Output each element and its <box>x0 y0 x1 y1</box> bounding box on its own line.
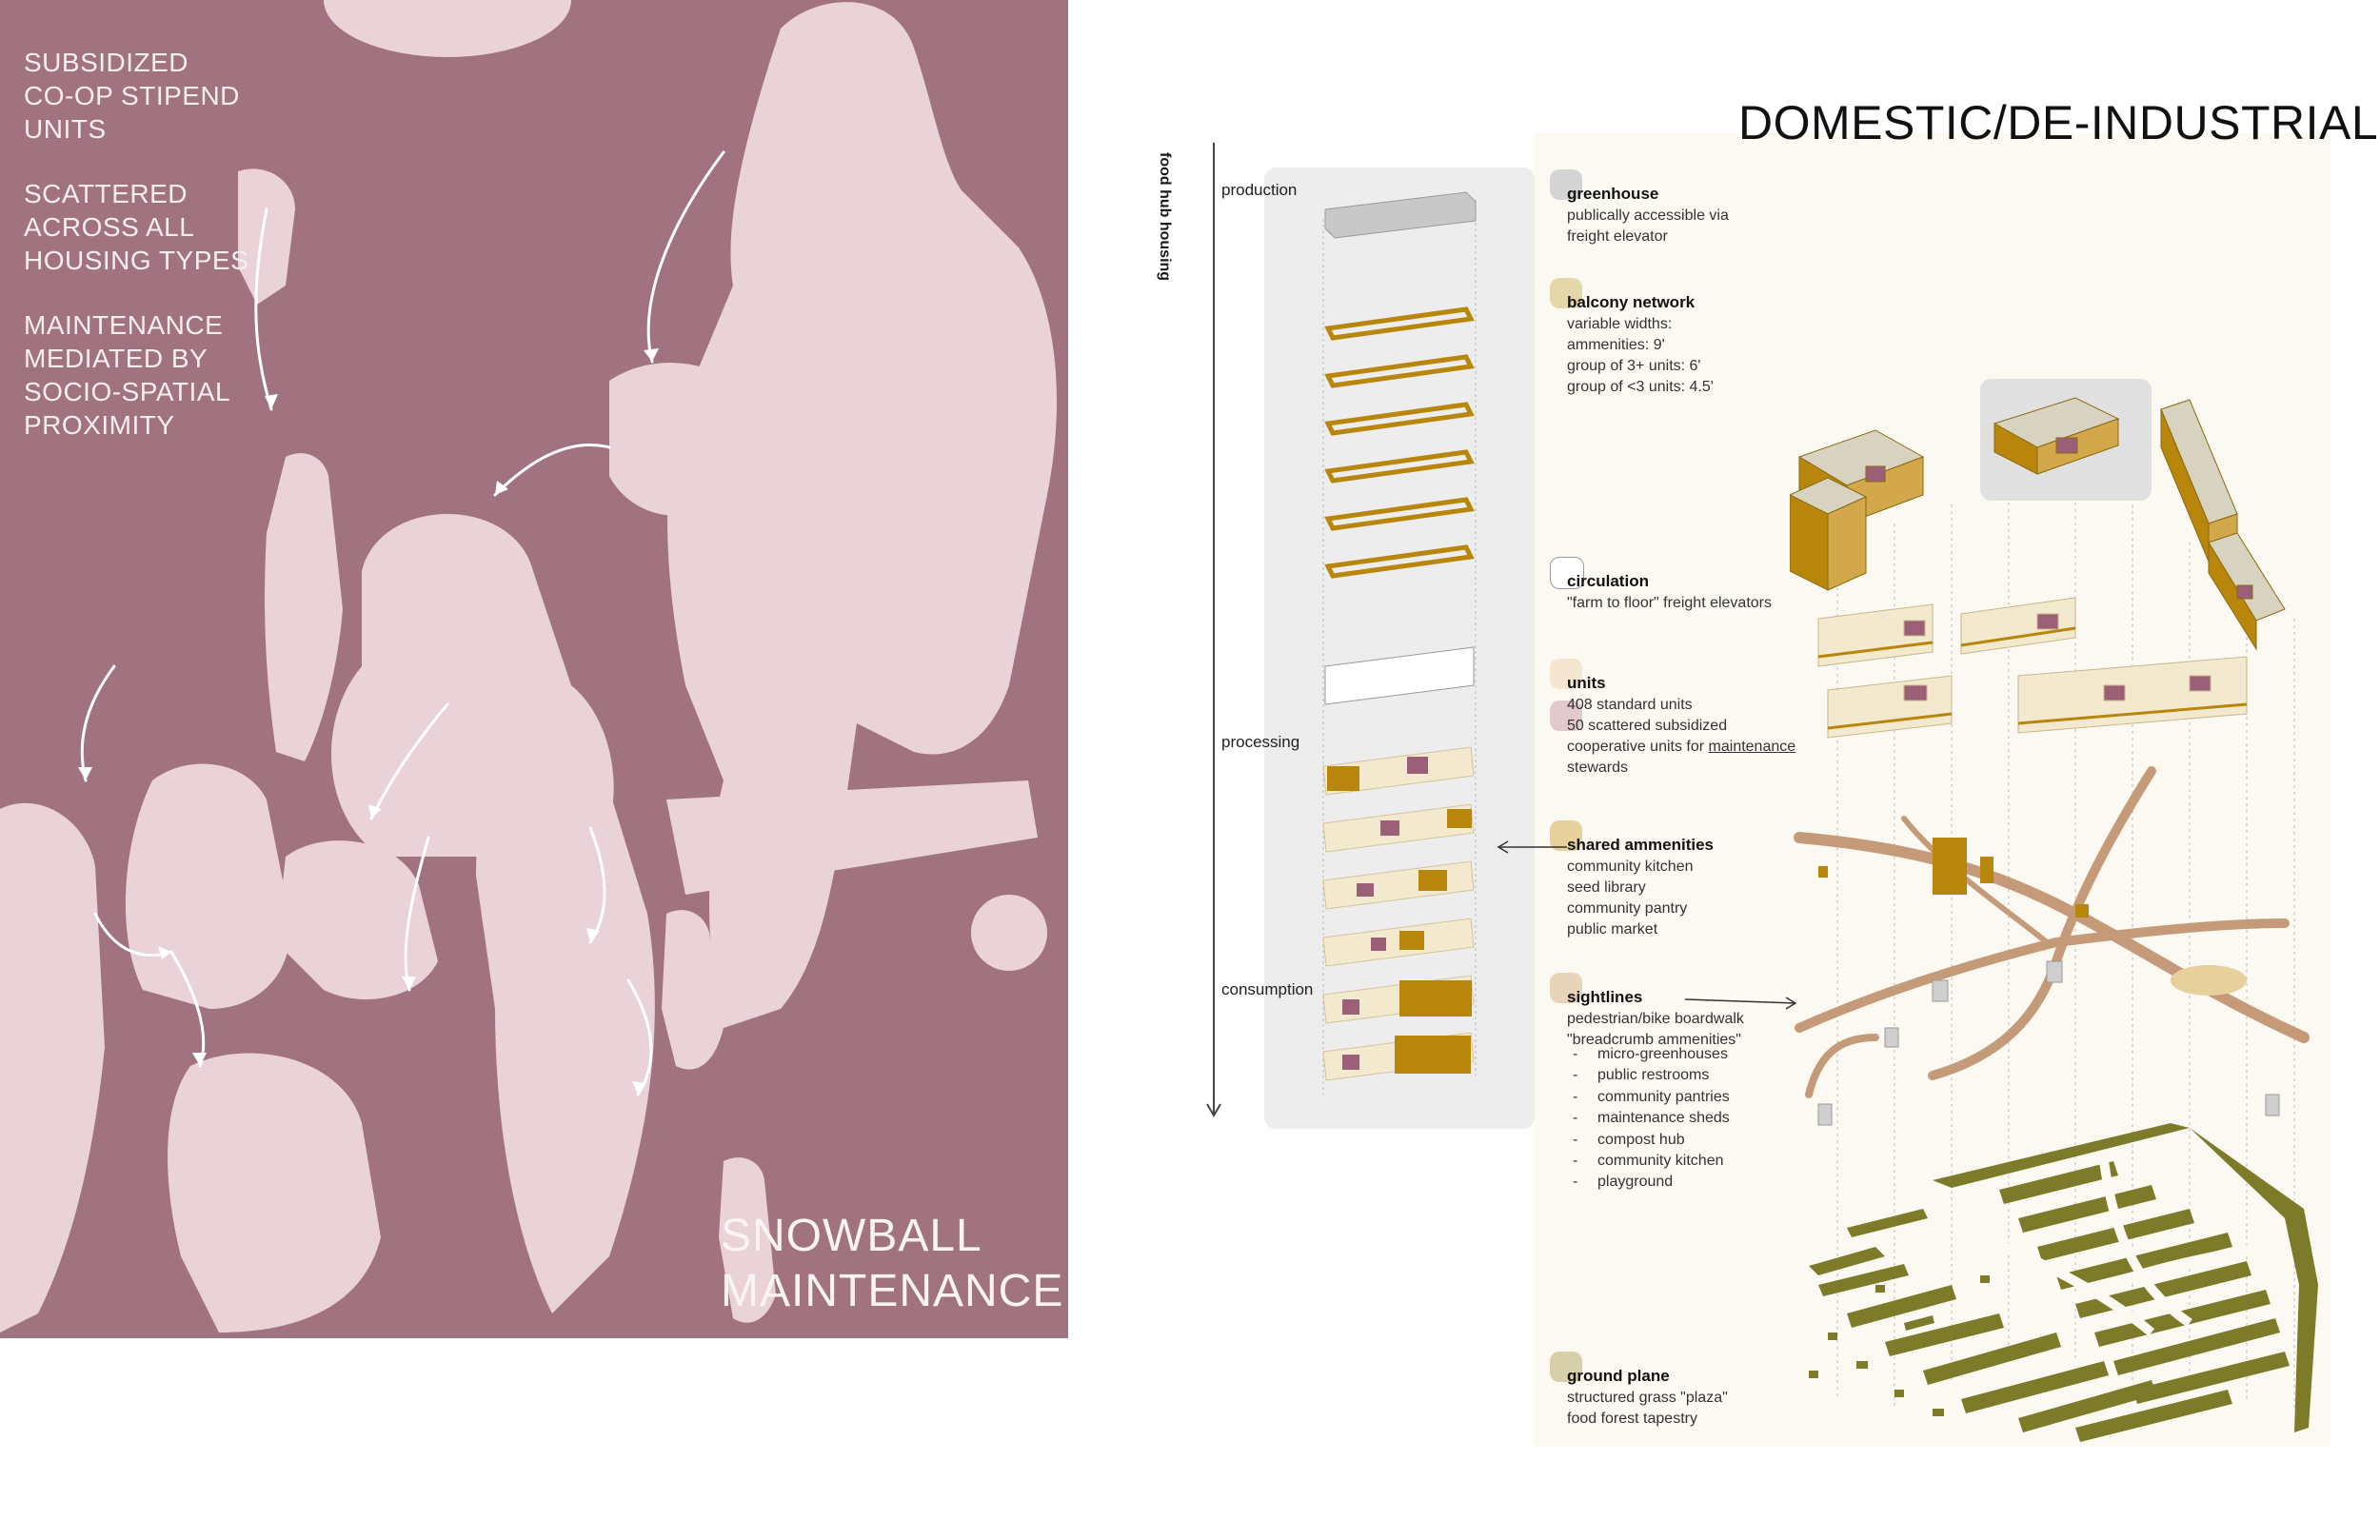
note-maintenance: MAINTENANCE MEDIATED BY SOCIO-SPATIAL PR… <box>24 310 231 440</box>
stage-processing: processing <box>1221 733 1300 751</box>
exploded-stack <box>1322 191 1477 1095</box>
balcony-chip-icon <box>1550 278 1582 308</box>
list-item: -micro-greenhouses <box>1573 1046 1728 1062</box>
stage-consumption: consumption <box>1221 980 1314 998</box>
list-item: -playground <box>1573 1174 1674 1191</box>
list-item: -community pantries <box>1573 1088 1730 1105</box>
layer-name: sightlines <box>1567 988 1643 1006</box>
layer-description: variable widths: ammenities: 9' group of… <box>1567 316 1714 395</box>
note-subsidized-units: SUBSIDIZED CO-OP STIPEND UNITS <box>24 48 240 144</box>
layer-name: greenhouse <box>1567 185 1659 203</box>
units-chip-icon <box>1550 659 1582 689</box>
axis-label: food hub housing <box>1157 152 1173 282</box>
leader-arrow-sightlines <box>1685 997 1797 1010</box>
layer-name: shared ammenities <box>1567 836 1715 854</box>
sightlines-chip-icon <box>1550 973 1582 1003</box>
page-title: DOMESTIC/DE-INDUSTRIAL <box>1738 96 2379 149</box>
snowball-maintenance-panel: SUBSIDIZED CO-OP STIPEND UNITS SCATTERED… <box>0 0 1068 1338</box>
workers-collage <box>0 0 1057 1333</box>
stage-production: production <box>1221 181 1298 199</box>
layer-description: publically accessible via freight elevat… <box>1567 207 1729 245</box>
layer-description: structured grass "plaza" food forest tap… <box>1567 1390 1728 1427</box>
layer-description: community kitchen seed library community… <box>1567 859 1694 938</box>
axis-arrow <box>1206 143 1221 1117</box>
greenhouse-chip-icon <box>1550 169 1582 200</box>
circulation-chip-icon <box>1550 557 1584 589</box>
list-item: -maintenance sheds <box>1573 1110 1730 1127</box>
layer-name: ground plane <box>1567 1367 1670 1385</box>
layer-description: 408 standard units 50 scattered subsidiz… <box>1567 697 1796 776</box>
sightline-items-list: -micro-greenhouses -public restrooms -co… <box>1573 1044 1730 1194</box>
layer-description: "farm to floor" freight elevators <box>1567 595 1772 611</box>
leader-arrow-ammenities <box>1497 840 1567 854</box>
layer-name: balcony network <box>1567 293 1696 311</box>
ground-plane-chip-icon <box>1550 1352 1582 1382</box>
layer-name: units <box>1567 674 1606 692</box>
ammenities-chip-icon <box>1550 820 1582 851</box>
note-scattered: SCATTERED ACROSS ALL HOUSING TYPES <box>24 179 249 275</box>
subsidized-units-chip-icon <box>1550 701 1582 731</box>
layer-description: pedestrian/bike boardwalk "breadcrumb am… <box>1567 1011 1744 1048</box>
panel-title: SNOWBALL MAINTENANCE <box>721 1211 1064 1316</box>
list-item: -compost hub <box>1573 1131 1685 1148</box>
site-axonometric <box>1790 379 2318 1442</box>
layer-name: circulation <box>1567 572 1649 590</box>
site-diagram-background <box>1535 133 2330 1447</box>
list-item: -public restrooms <box>1573 1067 1710 1084</box>
list-item: -community kitchen <box>1573 1153 1724 1170</box>
